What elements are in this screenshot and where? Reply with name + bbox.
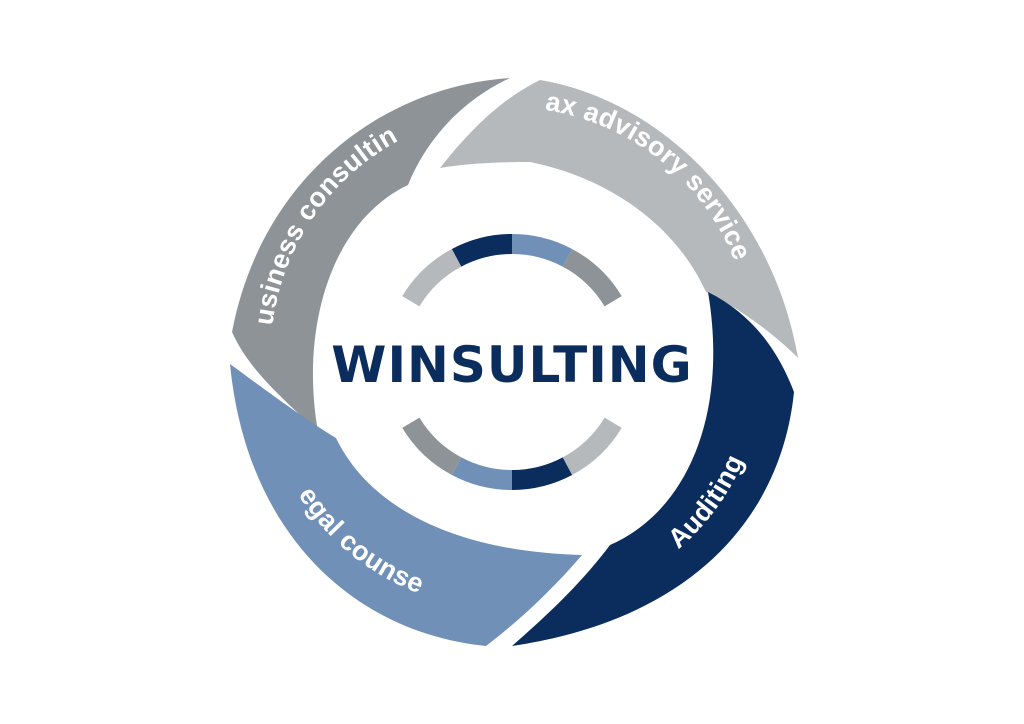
segment-tax-advisory-services [440, 80, 798, 358]
inner-arc-bottom-right-light [562, 417, 622, 476]
inner-arc-top-blue [511, 234, 573, 267]
inner-arc-bottom-blue [451, 457, 513, 490]
segment-auditing [512, 292, 794, 646]
inner-ring [402, 234, 622, 490]
segment-business-consulting [232, 78, 510, 432]
segment-legal-counsel [230, 364, 582, 646]
inner-arc-bottom-left-gray [402, 417, 462, 476]
inner-arc-top-navy [451, 234, 513, 267]
inner-arc-top-right-gray [562, 248, 622, 307]
inner-arc-bottom-navy [511, 457, 573, 490]
outer-ring [230, 78, 798, 646]
center-title: WINSULTING [331, 336, 692, 394]
inner-arc-top-left-light [402, 248, 462, 307]
